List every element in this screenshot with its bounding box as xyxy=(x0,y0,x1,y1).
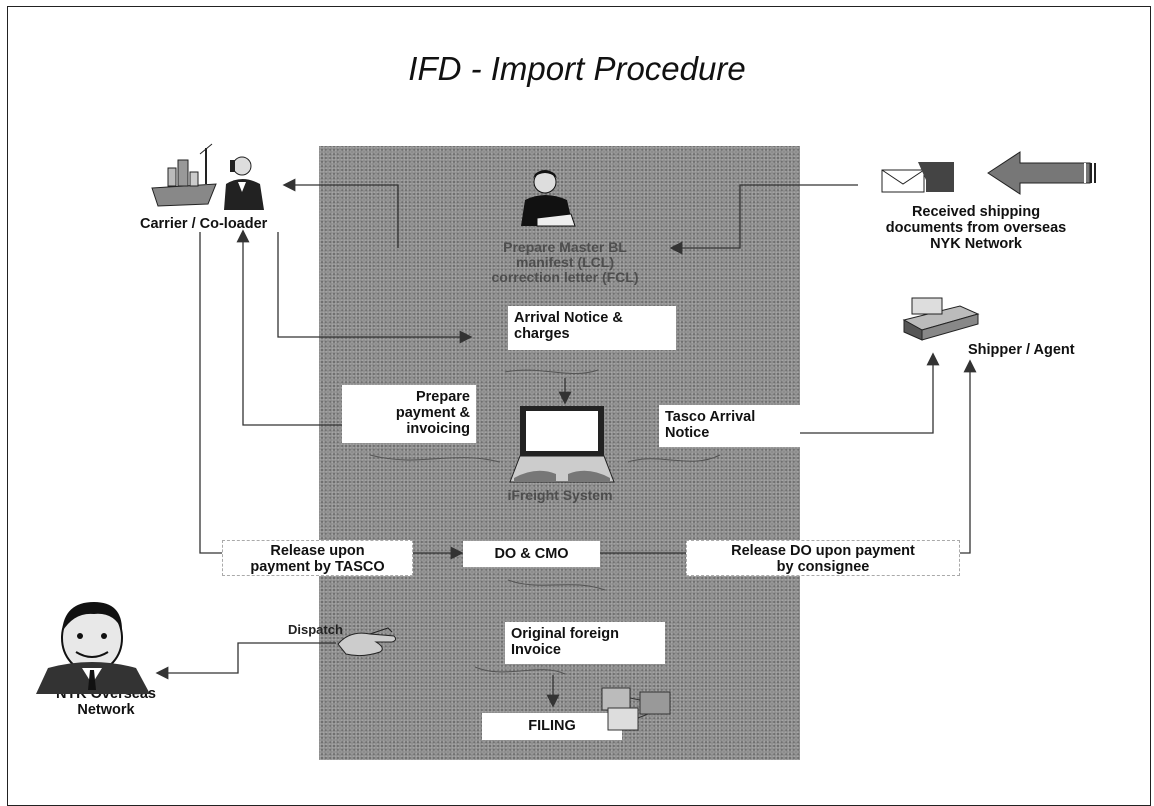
edge-master-to-carrier xyxy=(285,185,398,248)
edge-carrier-to-release xyxy=(200,232,222,553)
tasco-arrival-box: Tasco Arrival Notice xyxy=(659,405,800,447)
edge-carrier-to-arrival xyxy=(278,232,470,337)
hand-icon xyxy=(336,626,398,658)
big-arrow-icon xyxy=(986,150,1098,196)
release-do-box: Release DO upon payment by consignee xyxy=(686,540,960,576)
printer-icon xyxy=(900,292,980,344)
edge-releasedo-to-shipper xyxy=(960,362,970,553)
laptop-icon xyxy=(506,404,616,486)
ship-icon xyxy=(150,140,218,210)
person-writing-icon xyxy=(515,168,579,230)
carrier-label: Carrier / Co-loader xyxy=(140,216,267,232)
edge-received-to-master xyxy=(672,185,858,248)
prepare-payment-box: Prepare payment & invoicing xyxy=(342,385,476,443)
ifreight-system-label: iFreight System xyxy=(500,488,620,503)
edge-tasco-to-shipper xyxy=(800,355,933,433)
dispatch-label: Dispatch xyxy=(288,622,343,638)
shipper-agent-label: Shipper / Agent xyxy=(968,342,1075,358)
phone-person-icon xyxy=(218,152,270,212)
arrival-notice-box: Arrival Notice & charges xyxy=(508,306,676,350)
envelope-icon xyxy=(878,158,958,196)
original-invoice-box: Original foreign Invoice xyxy=(505,622,665,664)
businessman-icon xyxy=(28,596,158,694)
edge-payment-to-carrier xyxy=(243,232,342,425)
release-tasco-box: Release upon payment by TASCO xyxy=(222,540,413,576)
edge-dispatch-to-nyk xyxy=(158,643,336,673)
prepare-master-label: Prepare Master BL manifest (LCL) correct… xyxy=(445,240,685,285)
folders-icon xyxy=(600,684,676,734)
do-cmo-box: DO & CMO xyxy=(463,541,600,567)
received-docs-label: Received shipping documents from oversea… xyxy=(856,204,1096,252)
